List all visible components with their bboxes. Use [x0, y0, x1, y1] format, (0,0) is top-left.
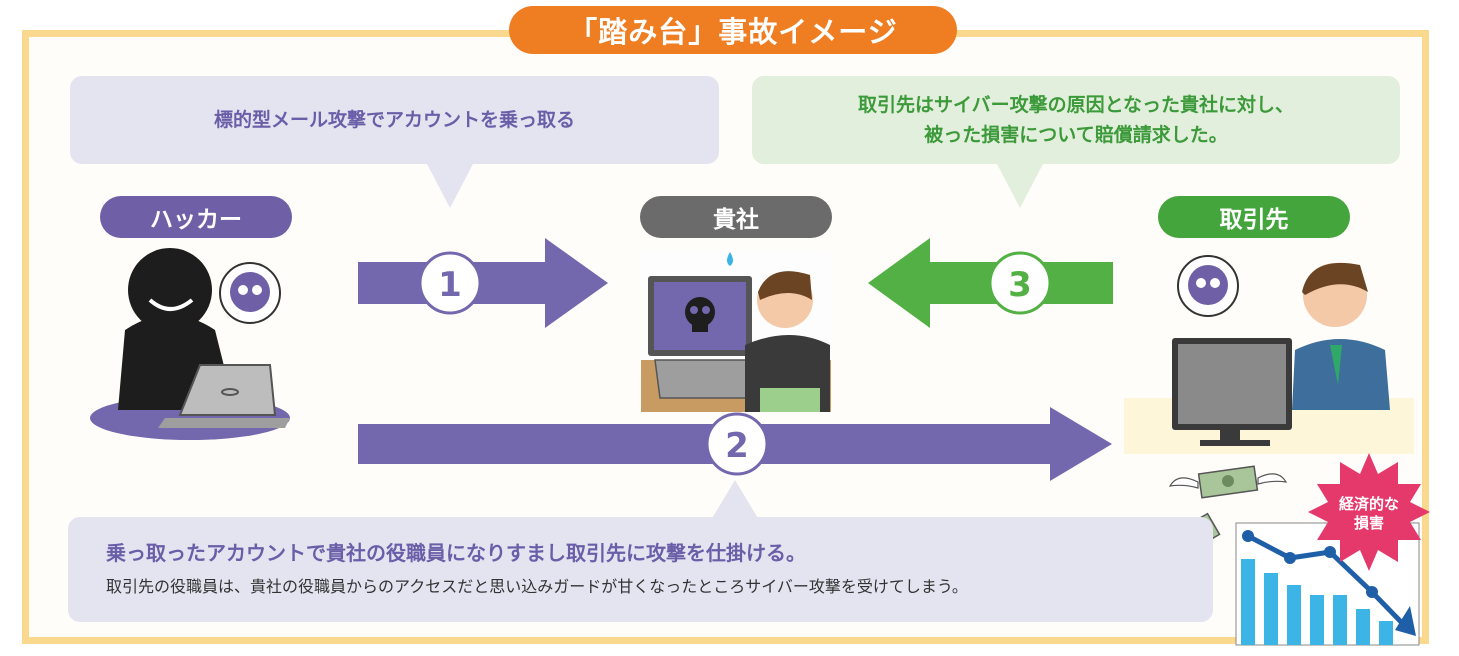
money-icon — [1168, 465, 1288, 499]
arrow-3-number: 3 — [1008, 265, 1032, 305]
damage-chart-bar — [1356, 609, 1370, 645]
damage-badge — [1308, 453, 1430, 571]
damage-badge-label: 経済的な 損害 — [1315, 495, 1423, 533]
step-1-bubble-tail — [426, 162, 474, 208]
damage-chart-bar — [1264, 573, 1278, 645]
step-3-bubble: 取引先はサイバー攻撃の原因となった貴社に対し、 被った損害について賠償請求した。 — [752, 76, 1400, 164]
damage-chart-bar — [1287, 585, 1301, 645]
damage-badge-line-2: 損害 — [1353, 514, 1384, 532]
step-3-bubble-tail — [996, 162, 1044, 208]
step-1-text: 標的型メール攻撃でアカウントを乗っ取る — [213, 109, 575, 131]
damage-chart — [1235, 522, 1420, 646]
damage-chart-bar — [1241, 559, 1255, 645]
role-partner-label: 取引先 — [1158, 196, 1350, 238]
arrow-step-1: 1 — [358, 238, 608, 328]
partner-illustration — [1124, 262, 1414, 454]
hacker-illustration — [90, 248, 290, 440]
step-2-bubble: 乗っ取ったアカウントで貴社の役職員になりすまし取引先に攻撃を仕掛ける。 取引先の… — [68, 517, 1213, 622]
skull-icon — [1177, 255, 1239, 317]
step-1-bubble: 標的型メール攻撃でアカウントを乗っ取る — [70, 76, 719, 164]
page-title: 「踏み台」事故イメージ — [509, 6, 957, 54]
damage-badge-line-1: 経済的な — [1338, 495, 1399, 513]
step-2-sub-text: 取引先の役職員は、貴社の役職員からのアクセスだと思い込みガードが甘くなったところ… — [106, 576, 968, 596]
role-hacker-label: ハッカー — [100, 196, 292, 238]
damage-chart-bar — [1379, 621, 1393, 645]
damage-chart-bar — [1333, 595, 1347, 645]
company-illustration — [641, 250, 831, 412]
step-3-text: 取引先はサイバー攻撃の原因となった貴社に対し、 被った損害について賠償請求した。 — [857, 94, 1295, 146]
arrow-2-number: 2 — [725, 426, 749, 466]
step-2-main-text: 乗っ取ったアカウントで貴社の役職員になりすまし取引先に攻撃を仕掛ける。 — [106, 540, 806, 565]
step-2-bubble-tail — [711, 480, 759, 520]
skull-icon — [219, 262, 281, 324]
role-company-label: 貴社 — [640, 196, 832, 238]
damage-chart-bar — [1310, 595, 1324, 645]
arrow-1-number: 1 — [438, 265, 462, 305]
arrow-step-3: 3 — [868, 238, 1113, 328]
arrow-step-2: 2 — [358, 407, 1112, 481]
